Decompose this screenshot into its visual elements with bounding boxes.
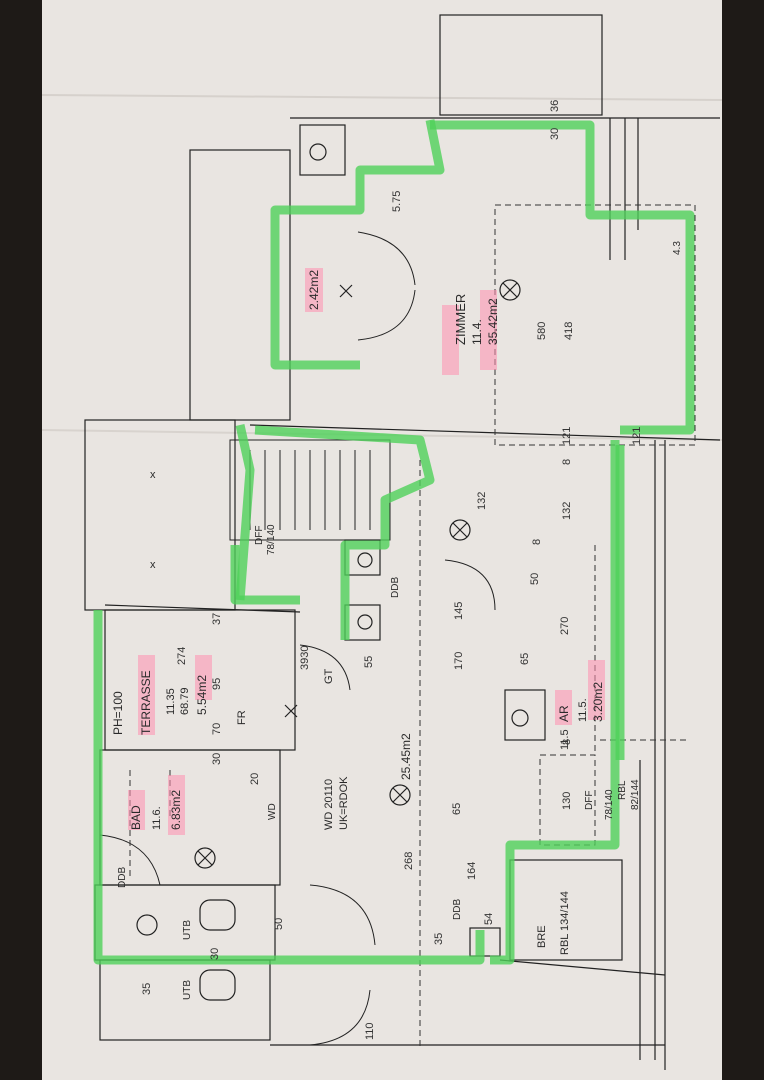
dim-label: 121	[561, 427, 573, 445]
bad-number: 11.6.	[151, 806, 163, 830]
walls	[84, 14, 721, 1070]
bad-name: BAD	[129, 805, 143, 830]
terrasse-name: TERRASSE	[139, 670, 153, 735]
dim-label: 274	[176, 647, 188, 665]
dim-label: 36	[549, 100, 561, 112]
gt-label: GT	[323, 668, 335, 684]
symbol-43: 4.3	[672, 241, 683, 255]
dim-label: 5.75	[391, 191, 403, 212]
dim-label: 11.5	[559, 729, 571, 750]
storage-area: 2.42m2	[307, 270, 321, 310]
dim-label: 8	[561, 739, 573, 745]
dim-label: 110	[364, 1022, 376, 1040]
ar-name: AR	[557, 705, 571, 722]
paper-fold	[41, 94, 723, 101]
hall-area: 25.45m2	[399, 733, 413, 780]
terrasse-label: PH=100 TERRASSE 11.35 68.79 5.54m2	[111, 670, 209, 735]
ddb-label-2: DDB	[117, 867, 128, 888]
dim-label: 3930	[299, 646, 311, 670]
terrasse-ph: PH=100	[111, 691, 125, 735]
dff-dim: 78/140	[604, 789, 615, 820]
dim-label: 270	[559, 617, 571, 635]
x-mark-1: x	[150, 469, 156, 481]
zimmer-dim-580: 580	[536, 322, 548, 340]
utb-label-1: UTB	[182, 920, 193, 940]
wd-label: WD 20110 UK=RDOK	[323, 776, 350, 830]
wd-uk: UK=RDOK	[338, 776, 350, 830]
dim-label: 8	[561, 459, 573, 465]
dim-label: 121	[631, 427, 643, 445]
dff-top-label: DFF	[254, 526, 265, 545]
terrasse-area: 5.54m2	[195, 675, 209, 715]
dim-label: 130	[561, 792, 573, 810]
dim-label: 35	[433, 933, 445, 945]
dim-label: 50	[273, 918, 285, 930]
bre-label: BRE	[536, 925, 548, 948]
highlighted-walls	[93, 119, 695, 965]
area-highlights	[128, 268, 605, 835]
dim-label: 132	[561, 502, 573, 520]
ddb-label-3: DDB	[452, 899, 463, 920]
ar-area: 3.20m2	[591, 682, 605, 722]
dim-label: 37	[211, 613, 223, 625]
bre-dim: RBL 134/144	[559, 891, 571, 955]
fixtures	[136, 143, 529, 1001]
zimmer-area: 35.42m2	[486, 298, 500, 345]
door-swings	[99, 231, 496, 1046]
zimmer-label: ZIMMER 11.4. 35.42m2	[453, 294, 500, 345]
x-mark-2: x	[150, 559, 156, 571]
dff-label: DFF	[584, 791, 595, 810]
dim-label: 70	[211, 723, 223, 735]
zimmer-name: ZIMMER	[453, 294, 468, 345]
dim-label: 50	[529, 573, 541, 585]
wd-code: WD 20110	[323, 779, 335, 830]
dim-label: 30	[209, 948, 221, 960]
terrasse-level2: 68.79	[179, 687, 191, 715]
dim-label: 65	[519, 653, 531, 665]
dim-label: 65	[451, 803, 463, 815]
dimension-labels: 30 36 5.75 132 132 8 50 145 270 65 170 5…	[141, 100, 643, 1040]
dim-label: 145	[453, 602, 465, 620]
rbl-dim: 82/144	[630, 779, 641, 810]
fr-label: FR	[236, 710, 248, 725]
dim-label: 55	[363, 656, 375, 668]
dim-label: 54	[483, 913, 495, 925]
ar-label: AR 11.5. 3.20m2	[557, 682, 605, 722]
zimmer-number: 11.4.	[470, 319, 484, 345]
dim-label: 8	[531, 539, 543, 545]
rbl-label: RBL	[617, 780, 628, 800]
ddb-label-1: DDB	[390, 577, 401, 598]
dim-label: 95	[211, 678, 223, 690]
bad-area: 6.83m2	[169, 790, 183, 830]
utb-label-2: UTB	[182, 980, 193, 1000]
bad-label: BAD 11.6. 6.83m2	[129, 790, 183, 830]
zimmer-dim-418: 418	[563, 322, 575, 340]
dim-label: 35	[141, 983, 153, 995]
dim-label: 30	[549, 128, 561, 140]
dim-label: 20	[249, 773, 261, 785]
dff-top-dim: 78/140	[266, 524, 277, 555]
terrasse-level: 11.35	[165, 688, 177, 715]
dim-label: 132	[476, 492, 488, 510]
dim-label: 170	[453, 652, 465, 670]
ar-number: 11.5.	[577, 698, 589, 722]
dim-label: 30	[211, 753, 223, 765]
dim-label: 268	[403, 852, 415, 870]
wd-small-label: WD	[267, 803, 278, 820]
dim-label: 164	[466, 862, 478, 880]
